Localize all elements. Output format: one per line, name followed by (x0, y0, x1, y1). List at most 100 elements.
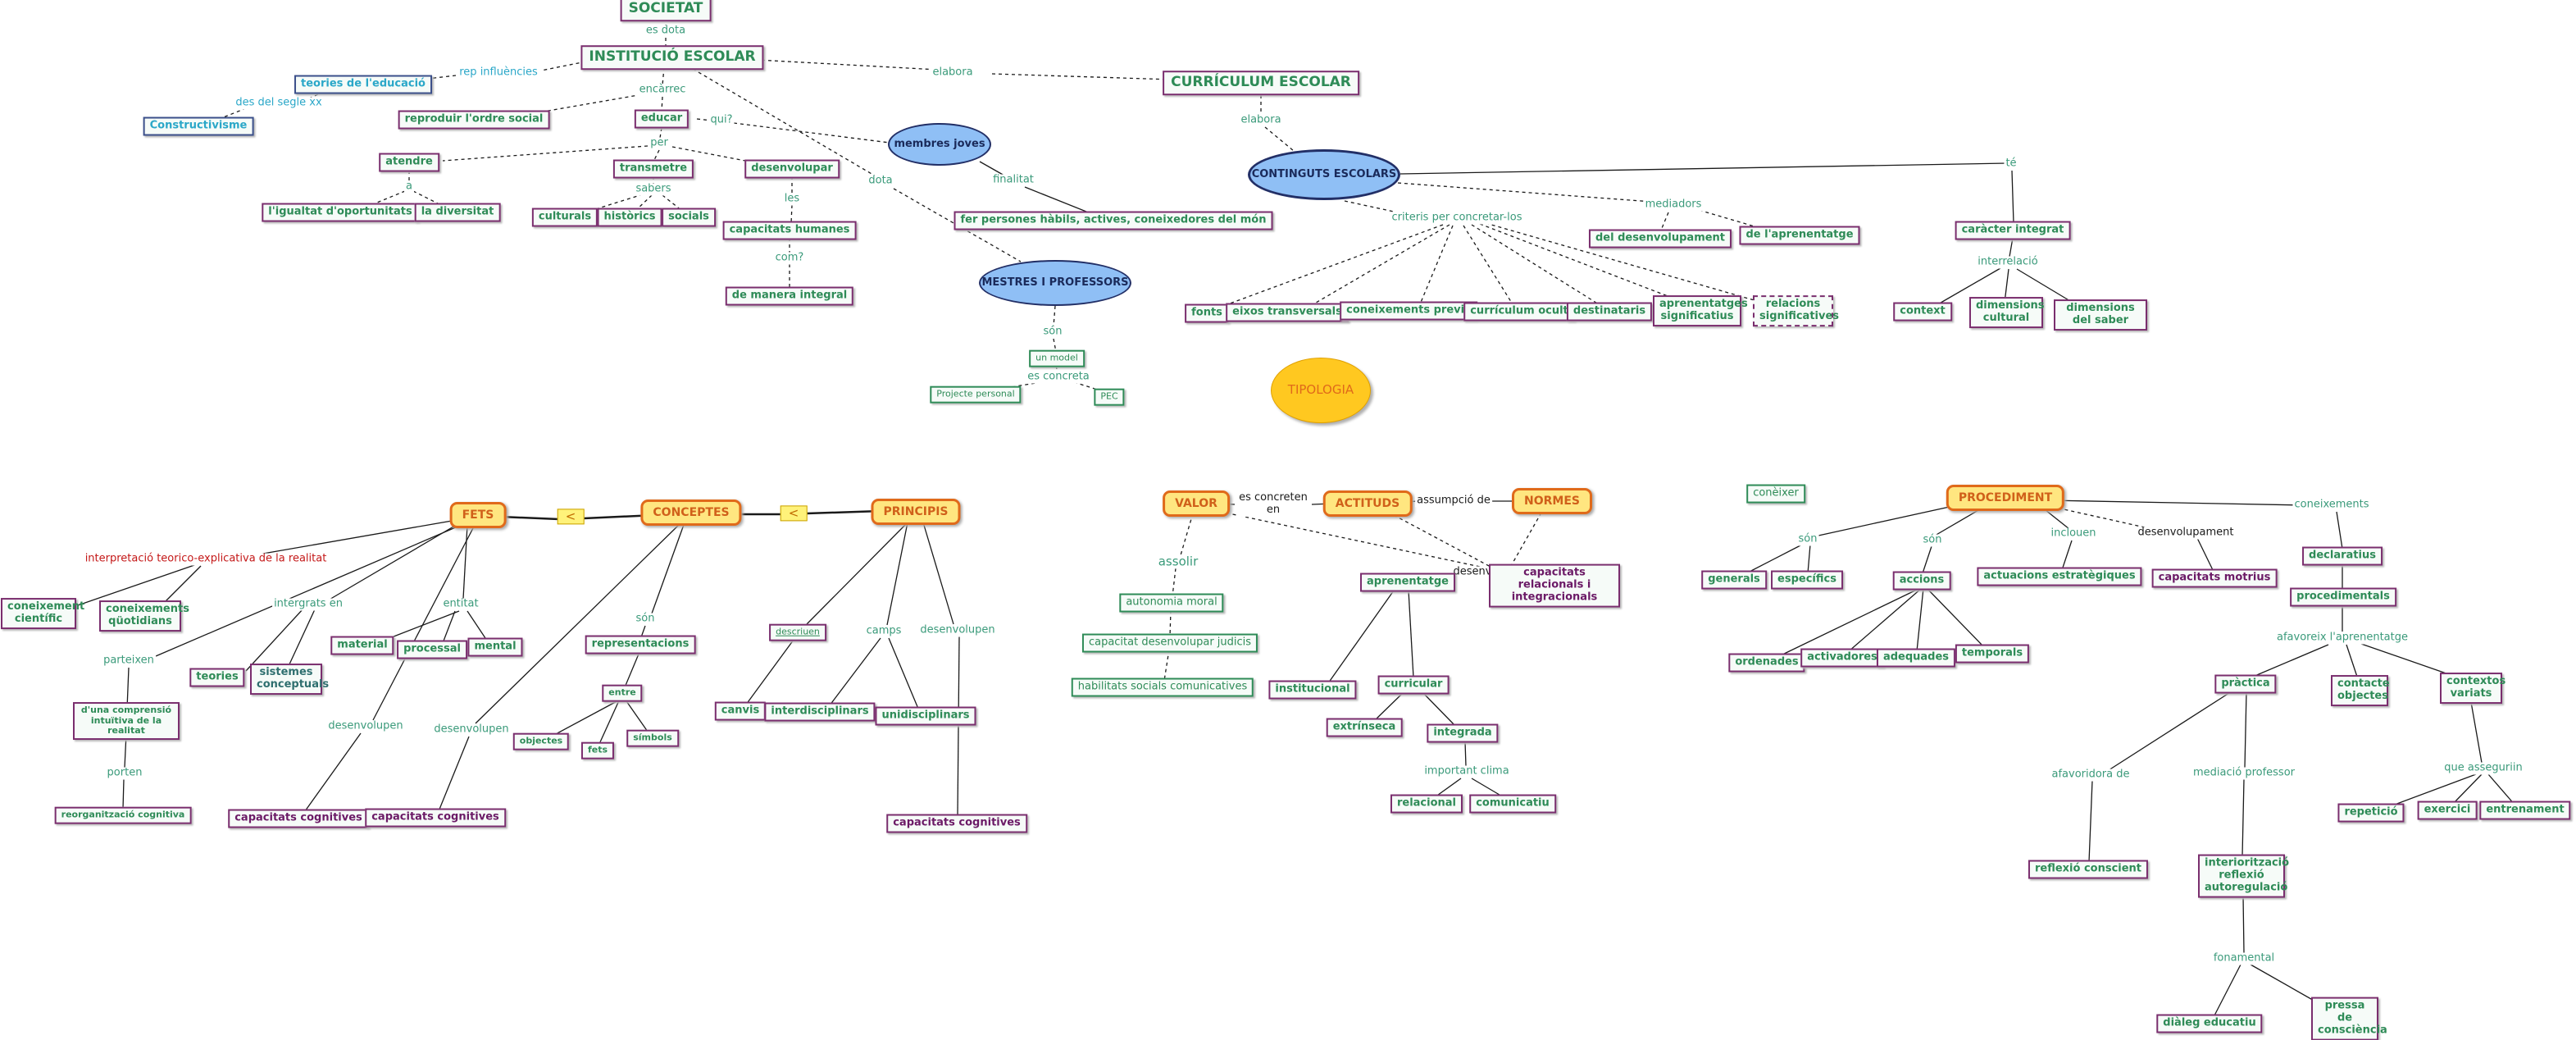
node-generals[interactable]: generals (1701, 570, 1767, 590)
node-comunicatiu[interactable]: comunicatiu (1469, 794, 1556, 814)
node-coneixements-previs[interactable]: coneixements previs (1340, 301, 1477, 321)
node-ordenades[interactable]: ordenades (1728, 653, 1805, 673)
node-de-aprenentatge[interactable]: de l'aprenentatge (1739, 226, 1860, 245)
node-representacions[interactable]: representacions (585, 635, 696, 655)
node-destinataris[interactable]: destinataris (1566, 302, 1653, 322)
node-aprenentatges-significatius[interactable]: aprenentatges significatius (1653, 295, 1748, 326)
node-contacte-objectes[interactable]: contacte objectes (2331, 675, 2390, 706)
node-fets-small[interactable]: fets (580, 741, 615, 759)
node-conceptes[interactable]: CONCEPTES (640, 499, 742, 527)
node-relacions-significatives[interactable]: relacions significatives (1753, 295, 1839, 326)
node-normes[interactable]: NORMES (1512, 487, 1592, 515)
node-membres-joves[interactable]: membres joves (888, 123, 991, 166)
node-curriculum-escolar[interactable]: CURRÍCULUM ESCOLAR (1163, 71, 1359, 95)
node-atendre[interactable]: atendre (379, 153, 439, 172)
node-contextos-variats[interactable]: contextos variats (2440, 673, 2505, 704)
node-curriculum-ocult[interactable]: currículum ocult (1463, 302, 1575, 322)
node-reproduir[interactable]: reproduir l'ordre social (398, 110, 550, 130)
node-capacitats-relacionals[interactable]: capacitats relacionals i integracionals (1489, 563, 1620, 608)
node-diversitat[interactable]: la diversitat (414, 203, 501, 222)
node-coneixer[interactable]: conèixer (1746, 484, 1805, 504)
node-tipologia[interactable]: TIPOLOGIA (1271, 358, 1371, 423)
node-adequades[interactable]: adequades (1876, 648, 1956, 668)
node-reflexio-conscient[interactable]: reflexió conscient (2028, 860, 2149, 879)
node-temporals[interactable]: temporals (1955, 644, 2030, 664)
node-canvis[interactable]: canvis (714, 701, 767, 721)
node-eixos-transversals[interactable]: eixos transversals (1226, 303, 1349, 322)
node-unidisciplinars[interactable]: unidisciplinars (875, 706, 976, 726)
node-declaratius[interactable]: declaratius (2302, 546, 2383, 566)
node-entre[interactable]: entre (602, 684, 643, 702)
node-capacitats-cognitives-1[interactable]: capacitats cognitives (228, 809, 369, 828)
node-integrada[interactable]: integrada (1427, 723, 1499, 743)
node-historics[interactable]: històrics (597, 208, 662, 227)
node-entrenament[interactable]: entrenament (2479, 801, 2571, 820)
node-exercici[interactable]: exercici (2417, 801, 2478, 820)
node-institucio-escolar[interactable]: INSTITUCIÓ ESCOLAR (580, 45, 764, 70)
node-capacitats-cognitives-3[interactable]: capacitats cognitives (886, 814, 1027, 833)
node-educar[interactable]: educar (634, 109, 690, 129)
node-autonomia-moral[interactable]: autonomia moral (1119, 593, 1224, 613)
node-interdisciplinars[interactable]: interdisciplinars (764, 702, 876, 722)
node-desenvolupar[interactable]: desenvolupar (744, 159, 840, 179)
node-dimensions-saber[interactable]: dimensions del saber (2054, 299, 2147, 331)
node-simbols[interactable]: símbols (626, 729, 679, 747)
node-actuacions-estrategiques[interactable]: actuacions estratègiques (1977, 567, 2142, 586)
node-fer-persones[interactable]: fer persones hàbils, actives, coneixedor… (953, 211, 1273, 230)
node-continguts-escolars[interactable]: CONTINGUTS ESCOLARS (1248, 149, 1400, 200)
node-processal[interactable]: processal (397, 640, 467, 659)
node-socials[interactable]: socials (662, 208, 716, 227)
node-constructivisme[interactable]: Constructivisme (143, 116, 254, 136)
node-teories-educacio[interactable]: teories de l'educació (294, 75, 432, 94)
node-repeticio[interactable]: repetició (2337, 803, 2405, 823)
node-objectes[interactable]: objectes (512, 732, 570, 750)
node-un-model[interactable]: un model (1029, 349, 1085, 367)
node-comprensio-intuitiva[interactable]: d'una comprensió intuïtiva de la realita… (73, 702, 180, 740)
node-relacional[interactable]: relacional (1390, 794, 1463, 814)
node-societat[interactable]: SOCIETAT (620, 0, 712, 21)
node-practica[interactable]: pràctica (2214, 674, 2277, 694)
node-transmetre[interactable]: transmetre (612, 159, 694, 179)
node-coneixements-quotidians[interactable]: coneixements qüotidians (99, 600, 189, 632)
node-coneixement-cientific[interactable]: coneixement científic (1, 598, 84, 629)
connector-line (1510, 512, 1542, 567)
node-capacitat-judicis[interactable]: capacitat desenvolupar judicis (1081, 633, 1258, 653)
node-sistemes-conceptuals[interactable]: sistemes conceptuals (250, 664, 329, 695)
node-igualtat[interactable]: l'igualtat d'oportunitats (262, 203, 419, 222)
node-reorganitzacio-cognitiva[interactable]: reorganització cognitiva (54, 806, 192, 824)
node-culturals[interactable]: culturals (531, 208, 598, 227)
node-principis[interactable]: PRINCIPIS (871, 498, 961, 526)
node-pec[interactable]: PEC (1094, 388, 1125, 406)
node-valor[interactable]: VALOR (1163, 490, 1230, 518)
node-habilitats-socials[interactable]: habilitats socials comunicatives (1071, 677, 1254, 697)
node-curricular[interactable]: curricular (1377, 675, 1450, 695)
node-institucional[interactable]: institucional (1268, 680, 1357, 700)
node-capacitats-cognitives-2[interactable]: capacitats cognitives (365, 808, 506, 828)
node-fonts[interactable]: fonts (1185, 303, 1229, 323)
node-activadores[interactable]: activadores (1800, 648, 1884, 668)
node-actituds[interactable]: ACTITUDS (1322, 490, 1413, 518)
node-fets[interactable]: FETS (449, 501, 507, 529)
node-accions[interactable]: accions (1892, 571, 1951, 591)
node-dimensions-cultural[interactable]: dimensions cultural (1969, 297, 2045, 328)
node-extrinseca[interactable]: extrínseca (1326, 718, 1403, 737)
node-capacitats-humanes[interactable]: capacitats humanes (722, 221, 857, 240)
node-material[interactable]: material (330, 636, 394, 655)
node-del-desenvolupament[interactable]: del desenvolupament (1588, 229, 1732, 249)
node-teories[interactable]: teories (189, 668, 245, 687)
node-mestres-professors[interactable]: MESTRES I PROFESSORS (979, 260, 1131, 306)
node-procediment[interactable]: PROCEDIMENT (1946, 484, 2065, 512)
node-pressa-consciencia[interactable]: pressa de consciència (2311, 997, 2387, 1040)
node-descriuen[interactable]: descriuen (769, 623, 826, 641)
node-context[interactable]: context (1893, 302, 1952, 322)
node-especifics[interactable]: específics (1771, 570, 1843, 590)
node-procedimentals[interactable]: procedimentals (2290, 587, 2396, 607)
node-projecte-personal[interactable]: Projecte personal (930, 385, 1022, 404)
node-aprenentatge[interactable]: aprenentatge (1360, 572, 1455, 592)
node-mental[interactable]: mental (467, 637, 523, 657)
node-capacitats-motrius[interactable]: capacitats motrius (2151, 568, 2278, 588)
node-dialeg-educatiu[interactable]: diàleg educatiu (2156, 1014, 2263, 1033)
node-interioritzacio[interactable]: interiorització reflexió autoregulació (2198, 854, 2289, 898)
node-caracter-integrat[interactable]: caràcter integrat (1955, 221, 2071, 240)
node-manera-integral[interactable]: de manera integral (725, 286, 854, 306)
